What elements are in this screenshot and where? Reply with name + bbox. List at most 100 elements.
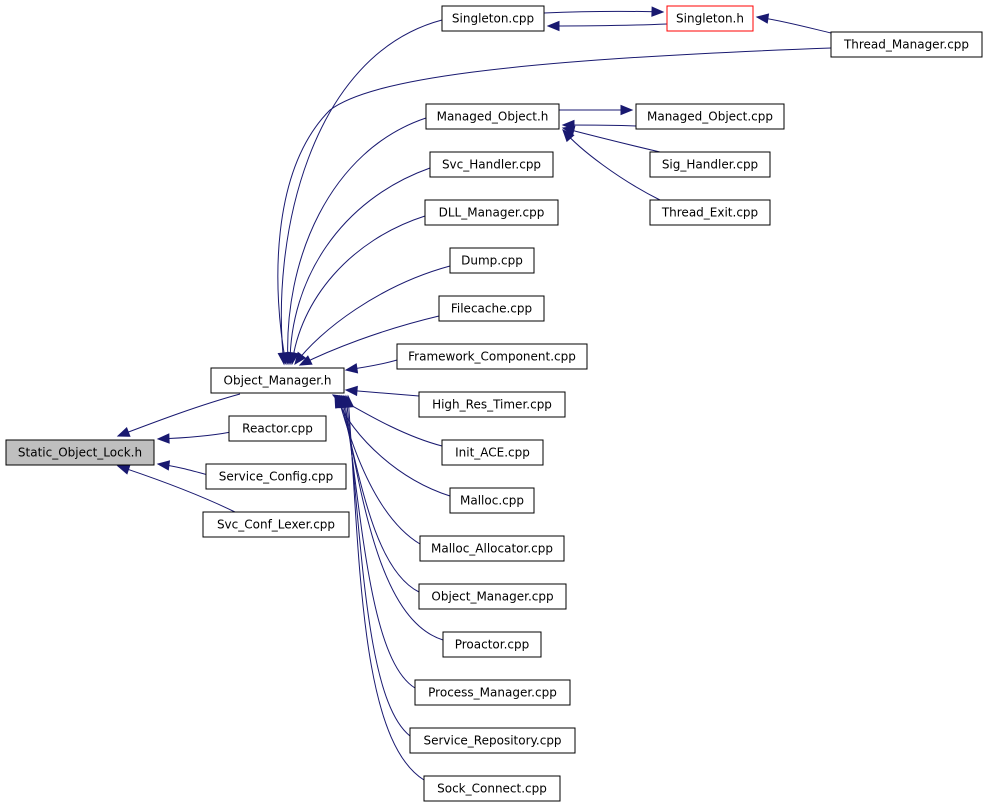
edge-arrowhead [156,433,170,444]
edge-singleton_h-to-singleton_cpp [546,20,668,32]
node-sig-handler-cpp[interactable]: Sig_Handler.cpp [649,151,771,178]
node-box [449,247,535,274]
node-label: Thread_Exit.cpp [661,206,758,220]
node-label: Object_Manager.cpp [431,590,553,604]
node-box [649,151,771,178]
node-malloc-cpp[interactable]: Malloc.cpp [449,487,535,514]
node-box [423,775,561,802]
node-label: Service_Repository.cpp [423,734,561,748]
node-box [419,535,565,562]
edge-line [289,167,431,365]
edge-line [291,215,426,365]
node-box [649,199,771,226]
node-box [666,5,754,32]
node-box [441,5,545,32]
node-box [409,727,576,754]
edge-arrowhead [755,13,770,24]
node-static-object-lock-h[interactable]: Static_Object_Lock.h [5,439,155,466]
node-label: Framework_Component.cpp [408,350,576,364]
node-singleton-cpp[interactable]: Singleton.cpp [441,5,545,32]
node-dll-manager-cpp[interactable]: DLL_Manager.cpp [424,199,559,226]
edge-arrowhead [344,385,358,397]
node-thread-exit-cpp[interactable]: Thread_Exit.cpp [649,199,771,226]
edge-line [547,23,668,27]
edge-sock_connect_cpp-to-object_manager_h [343,394,425,781]
edge-managed_object_h-to-object_manager_h [282,117,427,366]
node-singleton-h[interactable]: Singleton.h [666,5,754,32]
node-box [635,103,785,130]
edge-arrowhead [343,394,355,408]
edge-line [347,395,425,781]
edge-object_manager_h-to-static_object_lock_h [116,393,241,437]
edge-arrowhead [298,355,313,366]
node-label: Dump.cpp [461,254,523,268]
node-box [418,391,566,418]
node-managed-object-cpp[interactable]: Managed_Object.cpp [635,103,785,130]
node-svc-handler-cpp[interactable]: Svc_Handler.cpp [429,151,554,178]
edge-svc_handler_cpp-to-object_manager_h [284,167,431,366]
node-service-repository-cpp[interactable]: Service_Repository.cpp [409,727,576,754]
edge-singleton_cpp-to-object_manager_h [277,19,443,366]
node-label: Malloc.cpp [460,494,524,508]
node-box [441,439,544,466]
node-object-manager-h[interactable]: Object_Manager.h [210,367,345,394]
node-malloc-allocator-cpp[interactable]: Malloc_Allocator.cpp [419,535,565,562]
node-label: Init_ACE.cpp [455,446,530,460]
edge-arrowhead [116,427,131,437]
node-box [424,199,559,226]
node-label: Static_Object_Lock.h [18,446,142,460]
node-label: Proactor.cpp [455,638,530,652]
node-label: Malloc_Allocator.cpp [431,542,553,556]
edge-thread_manager_cpp-to-singleton_h [755,13,832,34]
node-init-ace-cpp[interactable]: Init_ACE.cpp [441,439,544,466]
edge-arrowhead [562,129,575,143]
node-dump-cpp[interactable]: Dump.cpp [449,247,535,274]
node-filecache-cpp[interactable]: Filecache.cpp [438,295,545,322]
edge-service_repository_cpp-to-object_manager_h [342,394,411,737]
edge-line [337,395,421,545]
edge-dump_cpp-to-object_manager_h [294,265,451,366]
node-box [418,583,567,610]
edge-arrowhead [294,351,307,366]
node-object-manager-cpp[interactable]: Object_Manager.cpp [418,583,567,610]
edge-process_manager_cpp-to-object_manager_h [340,394,416,689]
node-proactor-cpp[interactable]: Proactor.cpp [442,631,542,658]
node-label: Managed_Object.h [437,110,549,124]
edge-line [543,10,664,14]
node-label: Object_Manager.h [224,374,332,388]
edge-filecache_cpp-to-object_manager_h [298,315,440,366]
node-label: Thread_Manager.cpp [843,38,969,52]
node-high-res-timer-cpp[interactable]: High_Res_Timer.cpp [418,391,566,418]
node-service-config-cpp[interactable]: Service_Config.cpp [205,463,347,490]
node-label: Singleton.cpp [452,12,534,26]
node-managed-object-h[interactable]: Managed_Object.h [425,103,560,130]
edge-thread_exit_cpp-to-managed_object_h [562,129,661,201]
node-process-manager-cpp[interactable]: Process_Manager.cpp [414,679,571,706]
node-box [429,151,554,178]
node-box [449,487,535,514]
node-thread-manager-cpp[interactable]: Thread_Manager.cpp [830,31,983,58]
node-sock-connect-cpp[interactable]: Sock_Connect.cpp [423,775,561,802]
node-box [202,511,350,538]
edge-line [299,315,440,366]
edge-service_config_cpp-to-static_object_lock_h [156,460,209,476]
edge-arrowhead [651,6,665,17]
node-label: Sock_Connect.cpp [437,782,547,796]
node-box [830,31,983,58]
node-svc-conf-lexer-cpp[interactable]: Svc_Conf_Lexer.cpp [202,511,350,538]
edge-high_res_timer_cpp-to-object_manager_h [344,385,420,397]
node-framework-component-cpp[interactable]: Framework_Component.cpp [396,343,588,370]
edge-arrowhead [156,460,171,471]
edge-svc_conf_lexer_cpp-to-static_object_lock_h [116,464,236,513]
edge-singleton_cpp-to-singleton_h [543,6,665,17]
node-label: Singleton.h [676,12,744,26]
node-reactor-cpp[interactable]: Reactor.cpp [228,415,327,442]
edge-line [339,395,420,593]
node-label: DLL_Manager.cpp [439,206,545,220]
edge-arrowhead [288,351,299,366]
node-box [396,343,588,370]
node-box [425,103,560,130]
edge-line [117,465,236,513]
edge-framework_component_cpp-to-object_manager_h [344,359,398,374]
edge-line [280,19,443,365]
